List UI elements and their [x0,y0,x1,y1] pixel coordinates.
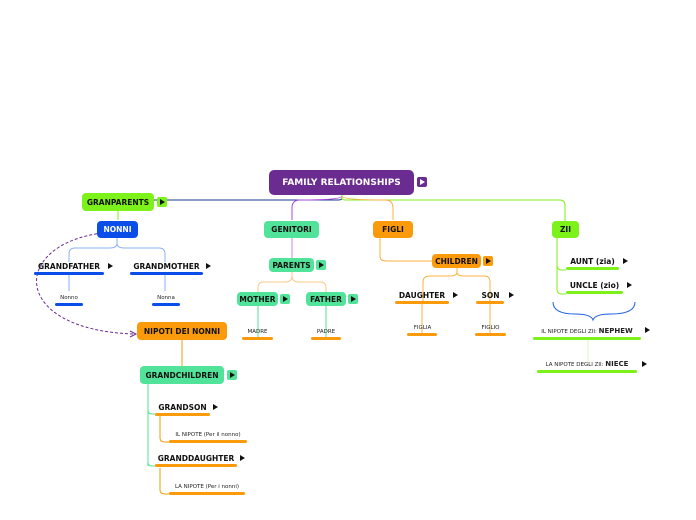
uncle-label: UNCLE (zio) [569,281,620,290]
granparents-node[interactable]: GRANPARENTS [82,193,154,211]
figlia-underline [407,333,437,336]
figlio-underline [475,333,506,336]
granddaughter-note: LA NIPOTE (Per i nonni) [174,484,240,490]
expand-icon[interactable] [227,370,237,380]
nonni-node[interactable]: NONNI [97,221,138,238]
expand-icon[interactable] [506,290,516,300]
genitori-node[interactable]: GENITORI [264,221,319,238]
root-node[interactable]: FAMILY RELATIONSHIPS [269,170,414,195]
expand-icon[interactable] [417,177,427,187]
expand-icon[interactable] [316,260,326,270]
granddaughter-note-underline [169,492,245,495]
granddaughter-label: GRANDDAUGHTER [157,454,235,463]
madre-note: MADRE [247,329,268,335]
niece-underline [537,370,637,373]
zii-label: ZII [559,225,572,234]
expand-icon[interactable] [642,325,652,335]
nonni-label: NONNI [103,225,132,234]
uncle-topic[interactable]: UNCLE (zio) [566,281,623,290]
nonno-underline [55,303,83,306]
nephew-label: NEPHEW [598,327,633,335]
son-underline [476,301,504,304]
padre-underline [311,337,341,340]
zii-node[interactable]: ZII [552,221,579,238]
granparents-label: GRANPARENTS [86,197,150,207]
aunt-topic[interactable]: AUNT (zia) [566,257,619,266]
daughter-label: DAUGHTER [398,291,446,300]
aunt-label: AUNT (zia) [570,257,615,266]
grandson-note: IL NIPOTE (Per il nonno) [175,432,241,438]
root-label: FAMILY RELATIONSHIPS [282,177,401,188]
expand-icon[interactable] [450,290,460,300]
children-node[interactable]: CHILDREN [432,254,481,268]
expand-icon[interactable] [624,280,634,290]
son-label: SON [481,291,500,300]
genitori-label: GENITORI [271,225,312,234]
expand-icon[interactable] [280,294,290,304]
nonna-note: Nonna [157,295,175,301]
madre-underline [242,337,273,340]
daughter-topic[interactable]: DAUGHTER [396,291,448,300]
expand-icon[interactable] [620,256,630,266]
son-topic[interactable]: SON [477,291,504,300]
expand-icon[interactable] [203,261,213,271]
expand-icon[interactable] [483,256,493,266]
grandson-underline [155,413,210,416]
niece-label: NIECE [605,360,629,368]
expand-icon[interactable] [237,453,247,463]
grandson-note-underline [169,440,247,443]
grandfather-topic[interactable]: GRANDFATHER [34,262,104,271]
padre-note: PADRE [316,329,336,335]
father-node[interactable]: FATHER [306,292,346,306]
daughter-underline [395,301,449,304]
expand-icon[interactable] [210,402,220,412]
expand-icon[interactable] [639,359,649,369]
nonno-note: Nonno [60,295,78,301]
figlia-note: FIGLIA [413,325,432,331]
niece-prefix: LA NIPOTE DEGLI ZII: [545,362,604,368]
parents-node[interactable]: PARENTS [269,258,314,272]
father-label: FATHER [310,294,342,304]
grandfather-underline [34,272,104,275]
children-label: CHILDREN [435,256,478,266]
figlio-note: FIGLIO [481,325,500,331]
grandchildren-node[interactable]: GRANDCHILDREN [140,366,224,384]
grandfather-label: GRANDFATHER [37,262,100,271]
grandmother-label: GRANDMOTHER [133,262,200,271]
parents-label: PARENTS [272,260,311,270]
niece-topic[interactable]: LA NIPOTE DEGLI ZII: NIECE [537,360,637,368]
nipoti-node[interactable]: NIPOTI DEI NONNI [137,322,227,340]
figli-label: FIGLI [382,225,404,234]
grandson-topic[interactable]: GRANDSON [155,403,210,412]
nephew-topic[interactable]: IL NIPOTE DEGLI ZII: NEPHEW [533,327,641,335]
nonna-underline [152,303,180,306]
granddaughter-underline [155,464,237,467]
granddaughter-topic[interactable]: GRANDDAUGHTER [155,454,237,463]
expand-icon[interactable] [157,197,167,207]
grandson-label: GRANDSON [158,403,207,412]
mother-node[interactable]: MOTHER [237,292,278,306]
aunt-underline [566,267,619,270]
grandmother-topic[interactable]: GRANDMOTHER [130,262,203,271]
nephew-underline [533,337,641,340]
nephew-prefix: IL NIPOTE DEGLI ZII: [541,329,597,335]
nipoti-label: NIPOTI DEI NONNI [143,326,221,336]
grandmother-underline [130,272,203,275]
expand-icon[interactable] [105,261,115,271]
uncle-underline [566,291,623,294]
figli-node[interactable]: FIGLI [373,221,413,238]
grandchildren-label: GRANDCHILDREN [145,370,219,380]
mother-label: MOTHER [239,294,276,304]
expand-icon[interactable] [348,294,358,304]
